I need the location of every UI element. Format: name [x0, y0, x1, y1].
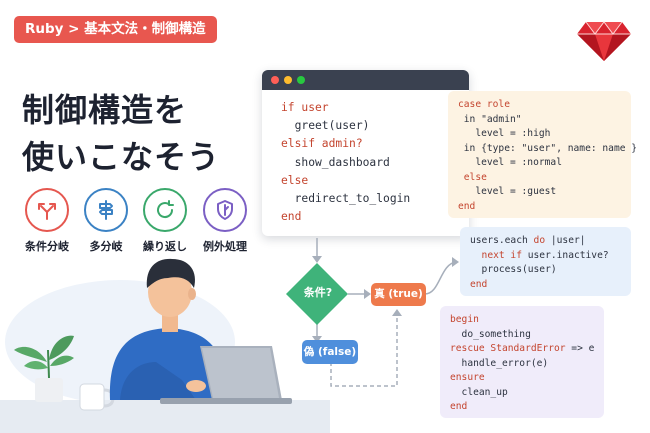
code-line: level = :guest [458, 186, 557, 197]
person-illustration [0, 258, 330, 433]
headline-line2: 使いこなそう [22, 138, 221, 176]
code-line: redirect_to_login [281, 192, 411, 206]
code-line: in "admin" [458, 113, 522, 125]
condition-label: 条件? [303, 286, 333, 299]
code-line: else [281, 173, 309, 187]
category-label-multibranch: 多分岐 [89, 240, 123, 253]
code-line: => e [565, 343, 595, 354]
code-line: begin [450, 314, 479, 325]
code-keyword: next if [470, 249, 522, 261]
loop-icon [143, 188, 187, 232]
code-keyword: do [533, 235, 546, 246]
code-line: level = :high [458, 128, 551, 139]
begin-code-card: begin do_something rescue StandardError … [440, 306, 604, 418]
code-line: do_something [450, 328, 531, 340]
code-line: users.each [470, 235, 534, 246]
condition-diamond [286, 263, 348, 325]
code-line: in {type: "user", name: name } [458, 142, 638, 154]
breadcrumb-tag: Ruby > 基本文法・制御構造 [14, 16, 217, 43]
code-line: end [458, 200, 476, 212]
maximize-dot-icon [297, 76, 305, 84]
shield-icon [203, 188, 247, 232]
code-line: |user| [545, 235, 586, 246]
signpost-icon [84, 188, 128, 232]
category-label-exception: 例外処理 [203, 240, 247, 253]
plant-icon [14, 335, 74, 402]
headline-line1: 制御構造を [22, 91, 188, 129]
false-node: 偽 (false) [302, 340, 358, 364]
code-line: ensure [450, 372, 485, 383]
code-line: case role [458, 99, 510, 110]
code-line: greet(user) [281, 119, 370, 133]
if-code-block: if user greet(user) elsif admin? show_da… [262, 90, 469, 226]
close-dot-icon [271, 76, 279, 84]
split-arrows-icon [25, 188, 69, 232]
category-label-loop: 繰り返し [143, 240, 187, 253]
code-line: elsif admin? [281, 137, 363, 151]
category-label-conditional: 条件分岐 [25, 240, 69, 253]
code-line: process(user) [470, 264, 557, 275]
code-line: handle_error(e) [450, 357, 549, 369]
code-keyword: rescue StandardError [450, 343, 566, 354]
true-node: 真 (true) [371, 283, 426, 306]
minimize-dot-icon [284, 76, 292, 84]
code-line: level = :normal [458, 157, 562, 168]
code-editor-window: if user greet(user) elsif admin? show_da… [262, 70, 469, 236]
code-line: else [458, 171, 487, 183]
code-line: user.inactive? [521, 249, 609, 261]
code-line: if user [281, 101, 329, 114]
code-line: show_dashboard [281, 155, 390, 169]
code-line: clean_up [450, 386, 508, 398]
case-code-card: case role in "admin" level = :high in {t… [448, 91, 637, 218]
window-titlebar [262, 70, 469, 90]
ruby-gem-icon [577, 21, 631, 61]
code-line: end [450, 401, 468, 412]
code-line: end [470, 278, 488, 290]
each-code-card: users.each do |user| next if user.inacti… [460, 227, 631, 296]
code-line: end [281, 210, 302, 224]
